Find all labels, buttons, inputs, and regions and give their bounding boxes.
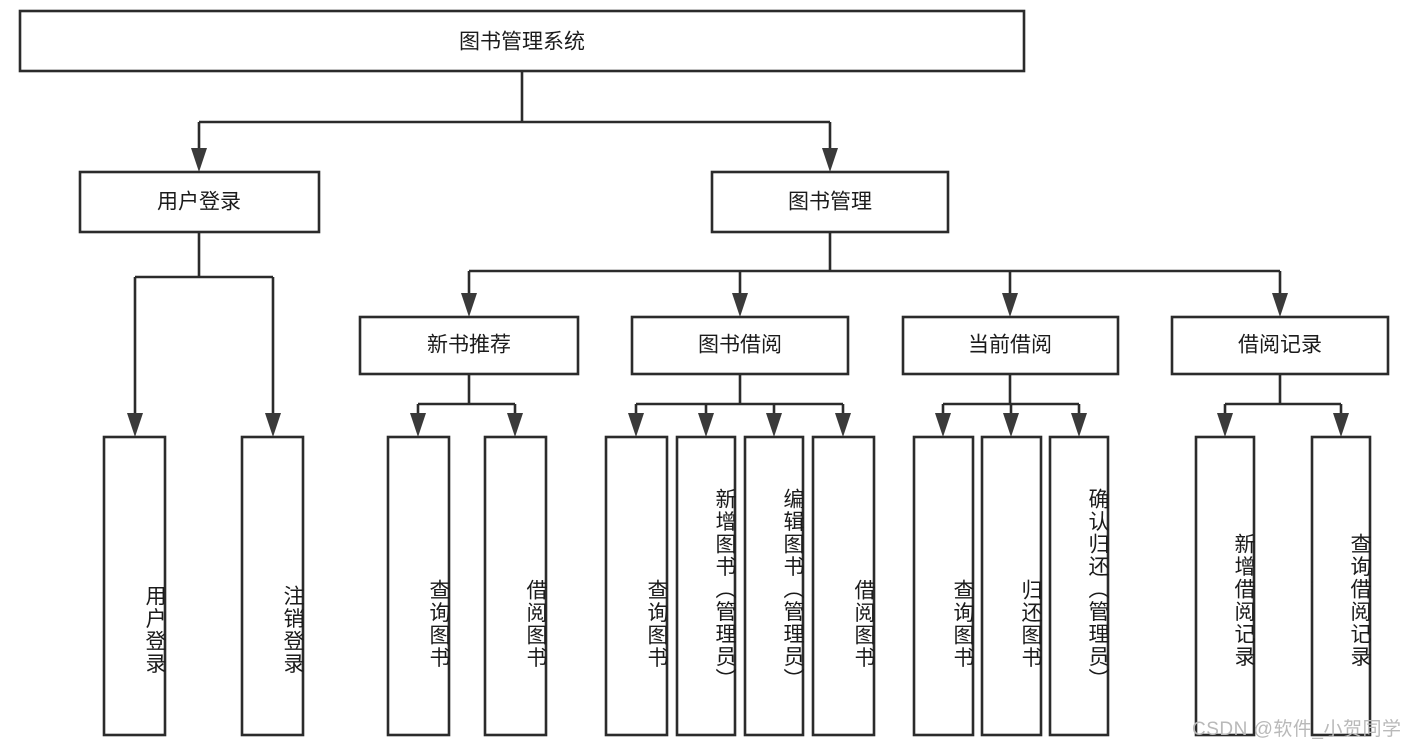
node-new-book-recommend-box[interactable]	[358, 315, 580, 376]
arrow-to-leaf-borrow-book-1	[507, 413, 523, 437]
node-borrow-record-box[interactable]	[1170, 315, 1390, 376]
leaf-add-book-box[interactable]	[675, 435, 737, 737]
leaf-query-book-1-box[interactable]	[386, 435, 451, 737]
arrow-to-user-login	[191, 148, 207, 172]
node-book-borrow-label: 图书借阅	[698, 334, 782, 357]
node-user-login[interactable]: 用户登录	[78, 170, 321, 234]
arrow-to-leaf-add-book	[698, 413, 714, 437]
node-user-login-box[interactable]	[78, 170, 321, 234]
arrow-to-leaf-confirm-return	[1071, 413, 1087, 437]
node-user-login-label: 用户登录	[157, 191, 241, 214]
leaf-borrow-book-1-box[interactable]	[483, 435, 548, 737]
arrow-to-leaf-edit-book	[766, 413, 782, 437]
leaf-add-record-box[interactable]	[1194, 435, 1256, 737]
connectors-group	[127, 71, 1349, 437]
leaf-edit-book-box[interactable]	[743, 435, 805, 737]
arrow-to-leaf-query-book-1	[410, 413, 426, 437]
leaf-confirm-return-box[interactable]	[1048, 435, 1110, 737]
arrow-to-leaf-return-book	[1003, 413, 1019, 437]
leaf-return-book-box[interactable]	[980, 435, 1043, 737]
leaf-query-book-2-box[interactable]	[604, 435, 669, 737]
arrow-to-book-borrow	[732, 293, 748, 317]
node-borrow-record-label: 借阅记录	[1238, 334, 1322, 357]
arrow-to-leaf-user-login	[127, 413, 143, 437]
node-book-management-label: 图书管理	[788, 191, 872, 214]
node-new-book-recommend[interactable]: 新书推荐	[358, 315, 580, 376]
node-current-borrow-box[interactable]	[901, 315, 1120, 376]
node-root-label: 图书管理系统	[459, 31, 585, 54]
arrow-to-leaf-borrow-book-2	[835, 413, 851, 437]
leaf-borrow-book-2-box[interactable]	[811, 435, 876, 737]
node-book-borrow-box[interactable]	[630, 315, 850, 376]
csdn-watermark: CSDN @软件_小贺同学	[1192, 719, 1402, 740]
node-book-management[interactable]: 图书管理	[710, 170, 950, 234]
node-new-book-recommend-label: 新书推荐	[427, 334, 511, 357]
arrow-to-leaf-query-book-3	[935, 413, 951, 437]
node-book-borrow[interactable]: 图书借阅	[630, 315, 850, 376]
node-current-borrow-label: 当前借阅	[968, 334, 1052, 357]
node-borrow-record[interactable]: 借阅记录	[1170, 315, 1390, 376]
arrow-to-leaf-logout	[265, 413, 281, 437]
arrow-to-book-management	[822, 148, 838, 172]
leaf-query-book-3-box[interactable]	[912, 435, 975, 737]
arrow-to-leaf-add-record	[1217, 413, 1233, 437]
arrow-to-leaf-query-book-2	[628, 413, 644, 437]
arrow-to-current-borrow	[1002, 293, 1018, 317]
arrow-to-leaf-query-record	[1333, 413, 1349, 437]
node-root-box[interactable]	[18, 9, 1026, 73]
leaf-boxes-group	[102, 435, 1372, 737]
arrow-to-borrow-record	[1272, 293, 1288, 317]
node-current-borrow[interactable]: 当前借阅	[901, 315, 1120, 376]
node-root[interactable]: 图书管理系统	[18, 9, 1026, 73]
arrow-to-new-book-recommend	[461, 293, 477, 317]
leaf-logout-box[interactable]	[240, 435, 305, 737]
leaf-user-login-box[interactable]	[102, 435, 167, 737]
leaf-query-record-box[interactable]	[1310, 435, 1372, 737]
node-book-management-box[interactable]	[710, 170, 950, 234]
